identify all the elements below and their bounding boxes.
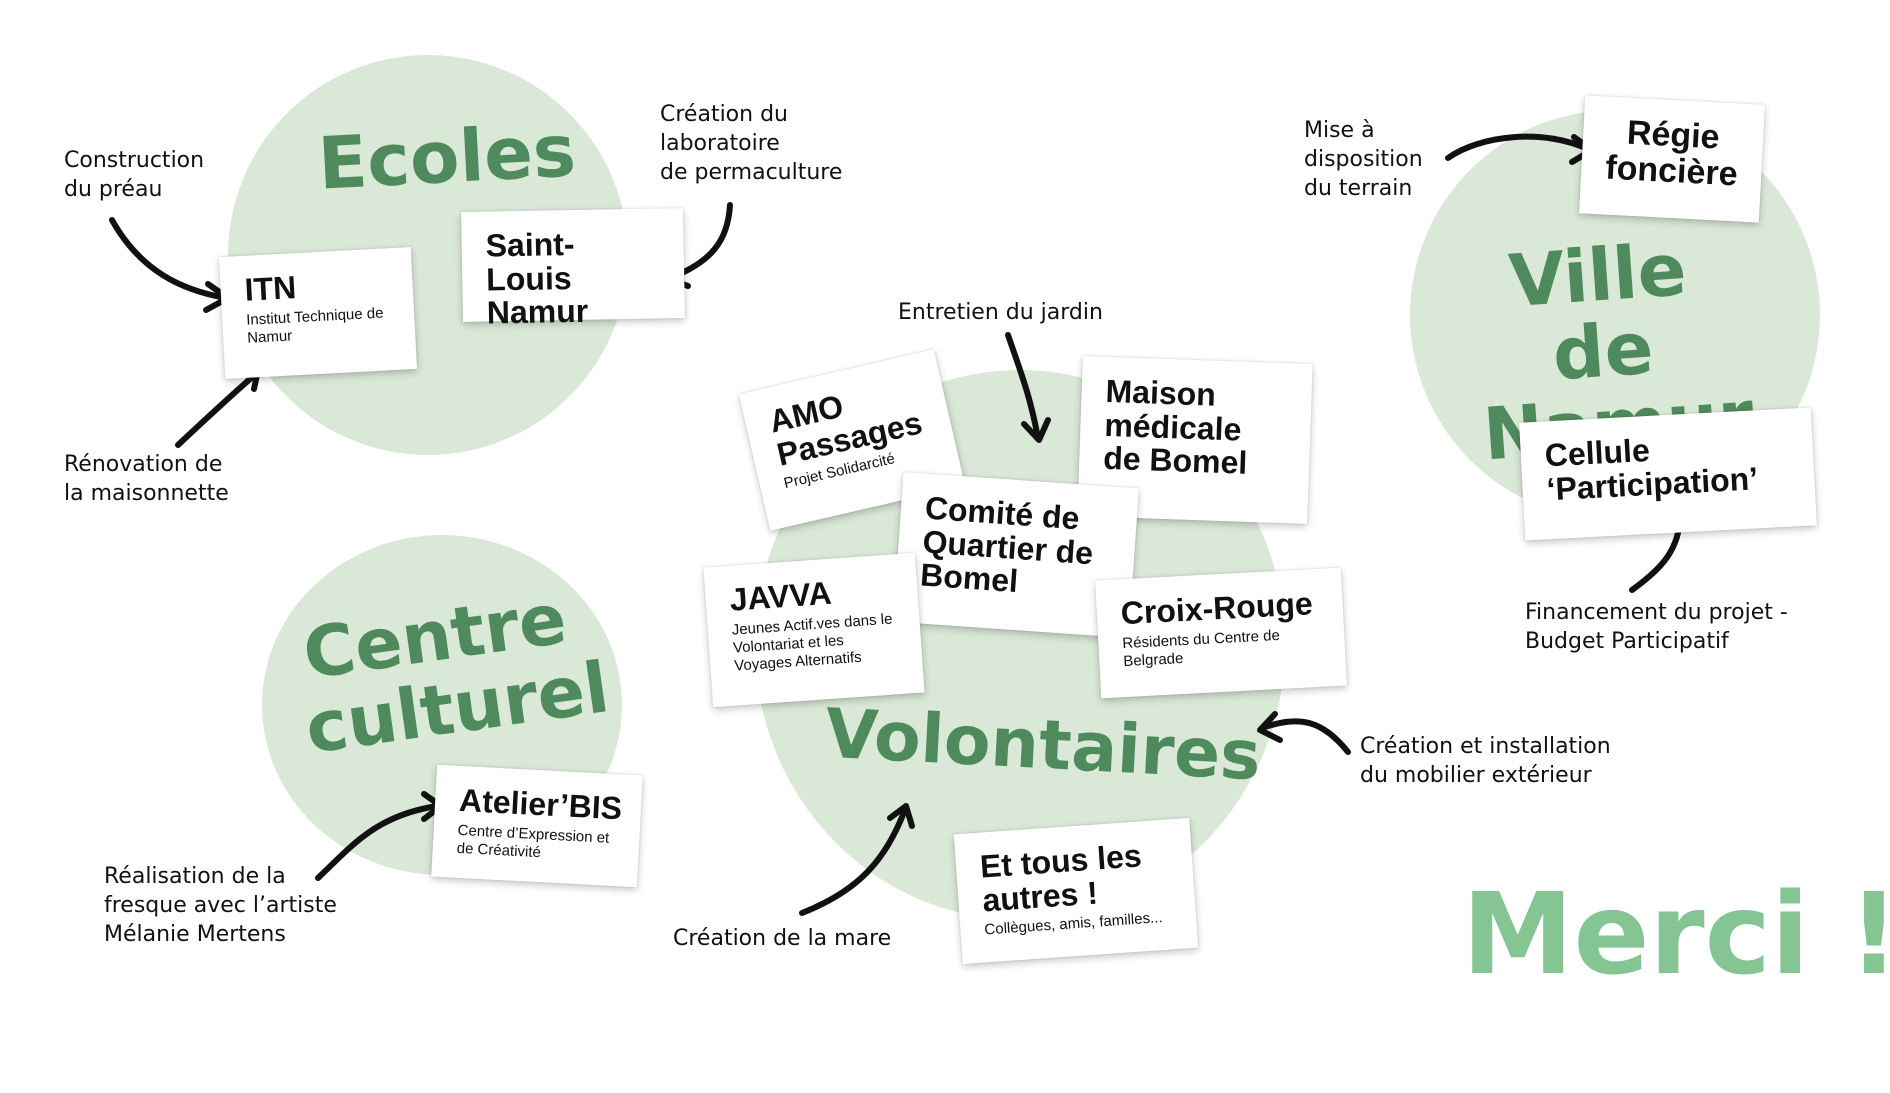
note-creation-labo: Création du laboratoire de permaculture bbox=[660, 102, 843, 185]
card-croix-rouge-name: Croix-Rouge bbox=[1119, 585, 1314, 632]
card-regie: Régie foncière bbox=[1579, 95, 1765, 223]
card-comite-name: Comité de Quartier de Bomel bbox=[919, 489, 1095, 600]
note-mobilier: Création et installation du mobilier ext… bbox=[1360, 734, 1611, 788]
card-saint-louis-name: Saint-Louis Namur bbox=[485, 225, 589, 331]
card-itn: ITN Institut Technique de Namur bbox=[218, 247, 418, 379]
note-financement: Financement du projet - Budget Participa… bbox=[1525, 600, 1788, 654]
arrow-renovation bbox=[175, 369, 261, 448]
card-atelier-sub: Centre d’Expression et de Créativité bbox=[456, 821, 610, 861]
card-itn-name: ITN bbox=[243, 269, 298, 308]
note-construction: Construction du préau bbox=[64, 148, 205, 202]
card-cellule-name: Cellule ‘Participation’ bbox=[1543, 431, 1759, 507]
card-itn-sub: Institut Technique de Namur bbox=[245, 304, 384, 347]
card-javva-sub: Jeunes Actif.ves dans le Volontariat et … bbox=[731, 610, 893, 675]
card-tous: Et tous les autres ! Collègues, amis, fa… bbox=[953, 817, 1199, 965]
card-croix-rouge-sub: Résidents du Centre de Belgrade bbox=[1121, 626, 1281, 670]
note-entretien: Entretien du jardin bbox=[898, 300, 1103, 325]
card-saint-louis: Saint-Louis Namur bbox=[461, 208, 685, 331]
card-croix-rouge: Croix-Rouge Résidents du Centre de Belgr… bbox=[1095, 567, 1347, 699]
note-renovation: Rénovation de la maisonnette bbox=[64, 452, 229, 506]
card-atelier-name: Atelier’BIS bbox=[458, 781, 623, 827]
card-regie-name: Régie foncière bbox=[1604, 113, 1739, 194]
card-atelier: Atelier’BIS Centre d’Expression et de Cr… bbox=[431, 764, 643, 888]
card-javva: JAVVA Jeunes Actif.ves dans le Volontari… bbox=[703, 552, 925, 708]
card-cellule: Cellule ‘Participation’ bbox=[1519, 407, 1817, 541]
merci-title: Merci ! bbox=[1462, 870, 1890, 1000]
note-mare: Création de la mare bbox=[673, 926, 892, 951]
note-mise: Mise à disposition du terrain bbox=[1304, 118, 1423, 201]
card-maison-name: Maison médicale de Bomel bbox=[1102, 372, 1248, 482]
arrow-mobilier bbox=[1259, 718, 1351, 755]
group-title-ecoles: Ecoles bbox=[315, 108, 578, 206]
card-tous-name: Et tous les autres ! bbox=[978, 837, 1143, 919]
arrow-construction bbox=[109, 217, 229, 301]
note-fresque: Réalisation de la fresque avec l’artiste… bbox=[104, 864, 337, 947]
